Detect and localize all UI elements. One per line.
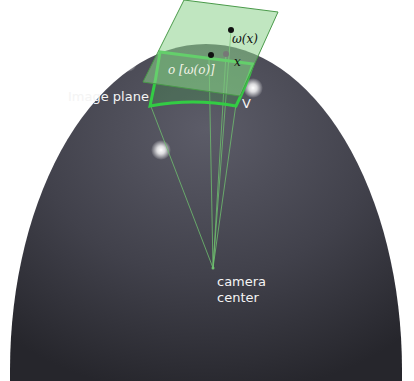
highlight [119,54,137,72]
hemisphere [10,44,402,381]
region-label: V [242,97,251,111]
point [223,51,229,57]
point-label: o [ω(o)] [168,64,215,77]
point-label: x [234,56,241,69]
point [208,52,214,58]
region-label: Image plane [68,90,149,104]
camera-label: camera center [217,274,267,307]
image-plane [143,0,278,96]
camera-point [212,267,215,270]
point-label: ω(x) [232,33,258,46]
